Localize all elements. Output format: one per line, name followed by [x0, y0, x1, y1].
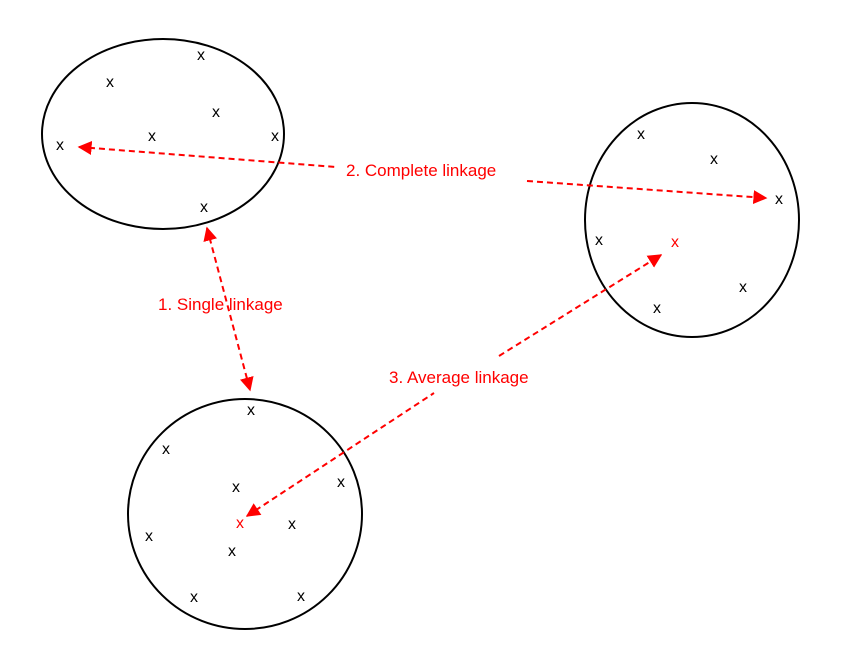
data-point: x	[595, 232, 603, 249]
data-point: x	[775, 191, 783, 208]
average-linkage-arrow-upper	[498, 254, 663, 357]
cluster-bottom	[127, 398, 363, 630]
data-point: x	[190, 589, 198, 606]
cluster-top-left	[41, 38, 285, 230]
data-point: x	[162, 441, 170, 458]
cluster-top-left-points: x x x x x x x	[56, 47, 279, 216]
data-point: x	[148, 128, 156, 145]
cluster-right	[584, 102, 800, 338]
single-linkage-label: 1. Single linkage	[158, 295, 283, 314]
data-point: x	[197, 47, 205, 64]
complete-linkage-arrow-right	[526, 180, 768, 205]
average-linkage-label: 3. Average linkage	[389, 368, 529, 387]
data-point: x	[200, 199, 208, 216]
data-point: x	[271, 128, 279, 145]
cluster-right-points: x x x x x x x	[595, 126, 783, 317]
data-point: x	[739, 279, 747, 296]
cluster-bottom-points: x x x x x x x x x x	[145, 402, 345, 606]
complete-linkage-label: 2. Complete linkage	[346, 161, 496, 180]
data-point: x	[228, 543, 236, 560]
data-point: x	[297, 588, 305, 605]
data-point: x	[288, 516, 296, 533]
centroid-point: x	[236, 515, 244, 532]
single-linkage-arrow	[203, 226, 254, 392]
data-point: x	[247, 402, 255, 419]
data-point: x	[710, 151, 718, 168]
data-point: x	[145, 528, 153, 545]
complete-linkage-arrow-left	[77, 140, 337, 168]
data-point: x	[232, 479, 240, 496]
data-point: x	[337, 474, 345, 491]
data-point: x	[106, 74, 114, 91]
data-point: x	[637, 126, 645, 143]
data-point: x	[653, 300, 661, 317]
data-point: x	[56, 137, 64, 154]
average-linkage-arrow-lower	[245, 392, 435, 517]
centroid-point: x	[671, 234, 679, 251]
data-point: x	[212, 104, 220, 121]
